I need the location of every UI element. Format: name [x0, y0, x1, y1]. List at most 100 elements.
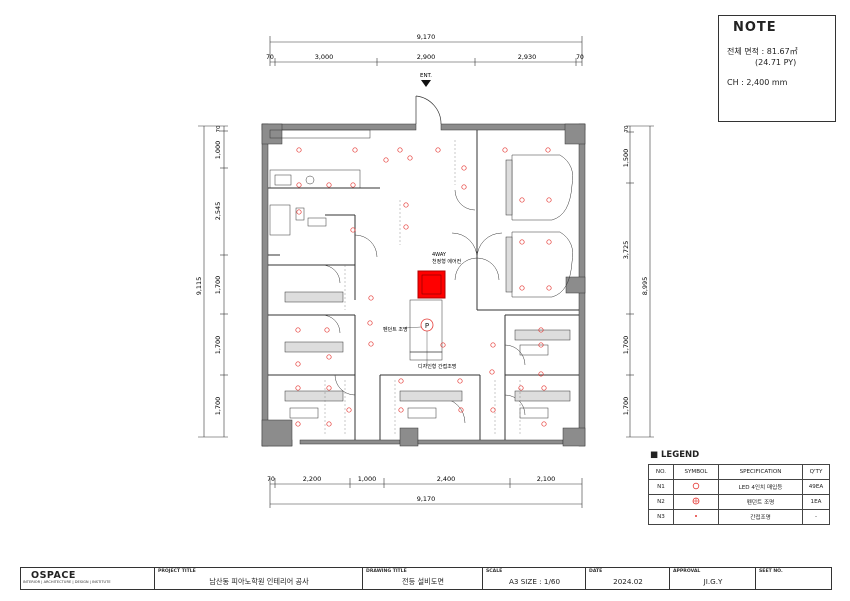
led-light-icon: [296, 147, 302, 153]
dim-right-seg-4: 1,700: [622, 397, 630, 416]
led-light-icon: [398, 407, 404, 413]
led-light-icon: [350, 227, 356, 233]
legend-spec: LED 4인치 매입등: [718, 479, 803, 495]
led-light-icon: [346, 407, 352, 413]
led-light-icon: [397, 147, 403, 153]
led-light-icon: [326, 385, 332, 391]
room-doors: [321, 189, 526, 424]
dim-top-total: 9,170: [417, 33, 436, 41]
led-light-icon: [367, 320, 373, 326]
led-recessed-lights: [295, 147, 552, 427]
ceiling-aircon-inner: [421, 274, 442, 295]
led-light-icon: [295, 421, 301, 427]
led-light-icon: [435, 147, 441, 153]
led-light-icon: [383, 157, 389, 163]
led-light-icon: [458, 407, 464, 413]
dim-right-seg-1: 1,500: [622, 149, 630, 168]
led-light-icon: [295, 361, 301, 367]
aircon-label: 천정형 에어컨: [432, 258, 462, 265]
led-light-icon: [541, 421, 547, 427]
legend-header-spec: SPECIFICATION: [718, 464, 803, 480]
project-title-label: PROJECT TITLE: [158, 569, 196, 574]
legend-qty: -: [802, 509, 830, 525]
date-cell: DATE 2024.02: [585, 568, 670, 589]
led-light-icon: [326, 354, 332, 360]
dim-left-seg-5: 1,700: [214, 397, 222, 416]
dim-right-total: 8,995: [641, 277, 649, 296]
led-light-icon: [519, 239, 525, 245]
led-light-icon: [295, 385, 301, 391]
title-block: OSPACE INTERIOR | ARCHITECTURE | DESIGN …: [20, 567, 832, 590]
dim-top-seg-4: 70: [576, 54, 584, 61]
led-light-icon: [541, 385, 547, 391]
furniture: [269, 129, 573, 419]
note-box: NOTE 전체 면적 : 81.67㎡ (24.71 PY) CH : 2,40…: [718, 15, 836, 122]
pendant-light-p: P: [425, 322, 429, 330]
project-title: 남산동 피아노학원 인테리어 공사: [209, 577, 309, 586]
project-title-cell: PROJECT TITLE 남산동 피아노학원 인테리어 공사: [154, 568, 363, 589]
legend-table: NO. SYMBOL SPECIFICATION Q'TY N1 LED 4인치…: [648, 464, 830, 525]
led-light-icon: [490, 342, 496, 348]
led-light-icon: [407, 155, 413, 161]
dim-left-seg-2: 2,545: [214, 202, 222, 221]
sheet-label: SEET NO.: [759, 569, 783, 574]
entrance-door: [415, 95, 442, 125]
aircon-4way-label: 4WAY: [432, 252, 447, 258]
legend-header-symbol: SYMBOL: [673, 464, 719, 480]
legend-qty: 49EA: [802, 479, 830, 495]
dim-right-seg-0: 70: [624, 125, 630, 132]
left-dimensions: [198, 125, 228, 438]
company-logo: OSPACE: [31, 570, 76, 581]
led-light-icon: [368, 295, 374, 301]
right-dimensions: [626, 125, 654, 438]
led-light-icon: [324, 327, 330, 333]
led-light-icon: [326, 421, 332, 427]
led-light-icon: [545, 147, 551, 153]
scale-cell: SCALE A3 SIZE : 1/60: [482, 568, 586, 589]
legend-no: N1: [648, 479, 674, 495]
led-light-icon: [519, 197, 525, 203]
legend-no: N3: [648, 509, 674, 525]
led-light-icon: [295, 327, 301, 333]
led-light-icon: [546, 239, 552, 245]
dim-left-seg-4: 1,700: [214, 336, 222, 355]
legend-spec: 펜던트 조명: [718, 494, 803, 510]
led-light-icon: [518, 385, 524, 391]
led-light-icon: [352, 147, 358, 153]
dim-bottom-seg-1: 2,200: [303, 475, 322, 483]
dim-left-seg-0: 70: [216, 125, 222, 132]
led-light-icon: [461, 184, 467, 190]
top-dimensions: [269, 36, 583, 66]
dim-right-seg-2: 3,725: [622, 241, 630, 260]
entrance-label: ENT.: [420, 73, 432, 79]
dim-bottom-seg-4: 2,100: [537, 475, 556, 483]
exterior-walls: [261, 123, 586, 447]
note-area-py: (24.71 PY): [755, 58, 797, 67]
dim-top-seg-0: 70: [266, 54, 274, 61]
drawing-title-cell: DRAWING TITLE 전등 설비도면: [362, 568, 483, 589]
scale-label: SCALE: [486, 569, 503, 574]
bottom-dimensions: [269, 478, 583, 508]
dim-top-seg-3: 2,930: [518, 53, 537, 61]
dim-top-seg-1: 3,000: [315, 53, 334, 61]
led-light-icon: [489, 369, 495, 375]
led-light-icon: [538, 371, 544, 377]
legend-no: N2: [648, 494, 674, 510]
legend-header-row: NO. SYMBOL SPECIFICATION Q'TY: [648, 464, 830, 480]
legend-symbol-pendant-icon: [673, 494, 719, 510]
led-light-icon: [350, 182, 356, 188]
legend-row: N2 펜던트 조명 1EA: [648, 494, 830, 510]
ceiling-aircon-unit: [417, 270, 446, 299]
led-light-icon: [519, 285, 525, 291]
legend-symbol-dot-icon: [673, 509, 719, 525]
note-area: 전체 면적 : 81.67㎡: [727, 47, 798, 56]
legend-header-no: NO.: [648, 464, 674, 480]
legend-row: N3 간접조명 -: [648, 509, 830, 525]
led-light-icon: [538, 327, 544, 333]
dim-bottom-seg-0: 70: [267, 476, 275, 483]
led-light-icon: [461, 165, 467, 171]
indirect-light-lines: [324, 140, 521, 436]
led-light-icon: [368, 341, 374, 347]
dim-right-seg-3: 1,700: [622, 336, 630, 355]
drawing-title-label: DRAWING TITLE: [366, 569, 407, 574]
